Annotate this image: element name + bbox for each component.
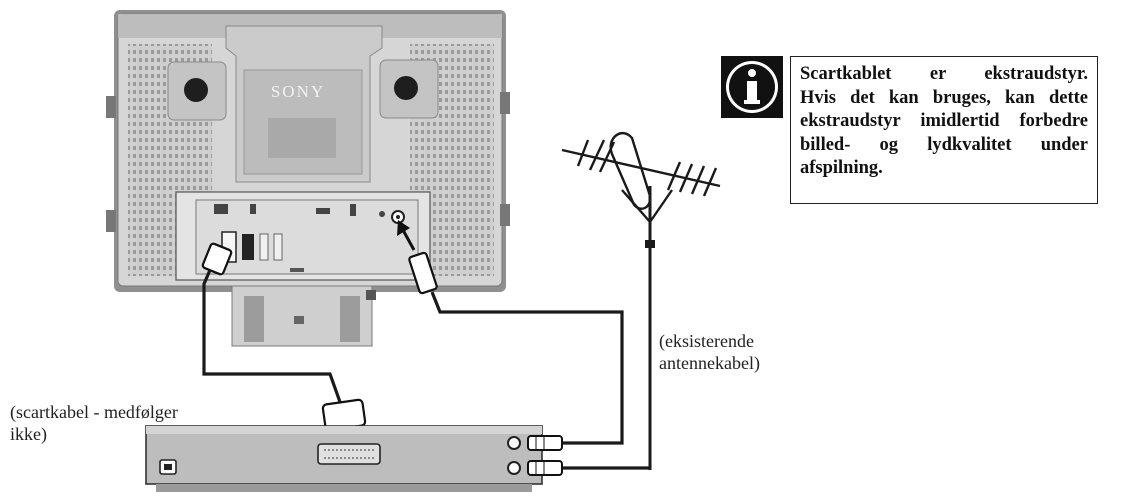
caption-line: (eksisterende: [659, 331, 754, 351]
info-note-line: Scartkablet er ekstraudstyr.: [800, 64, 1088, 84]
caption-line: antennekabel): [659, 353, 760, 373]
scart-cable: [201, 242, 367, 432]
right-speaker-grille: [379, 59, 439, 119]
aerial-antenna: [561, 131, 721, 470]
left-speaker-grille: [167, 61, 227, 121]
caption-line: ikke): [10, 424, 47, 444]
antenna-socket-arrow: [397, 220, 416, 251]
tv-rear: SONY: [106, 10, 510, 347]
info-note-line: billed- og lydkvalitet under: [800, 134, 1088, 155]
info-note-line: ekstraudstyr imidlertid forbedre: [800, 111, 1088, 131]
antenna-cable-caption: (eksisterende antennekabel): [659, 330, 760, 374]
antenna-cable-to-tv: [408, 251, 624, 445]
info-note-line: Hvis det kan bruges, kan dette: [800, 87, 1088, 108]
caption-line: (scartkabel - medfølger: [10, 402, 178, 422]
scart-cable-caption: (scartkabel - medfølger ikke): [10, 401, 178, 445]
set-top-box: [145, 425, 563, 492]
info-note-box: Scartkablet er ekstraudstyr. Hvis det ka…: [790, 56, 1098, 204]
tv-brand-logo: SONY: [271, 82, 325, 101]
info-icon: [721, 56, 783, 118]
info-note-line: afspilning.: [800, 158, 883, 178]
